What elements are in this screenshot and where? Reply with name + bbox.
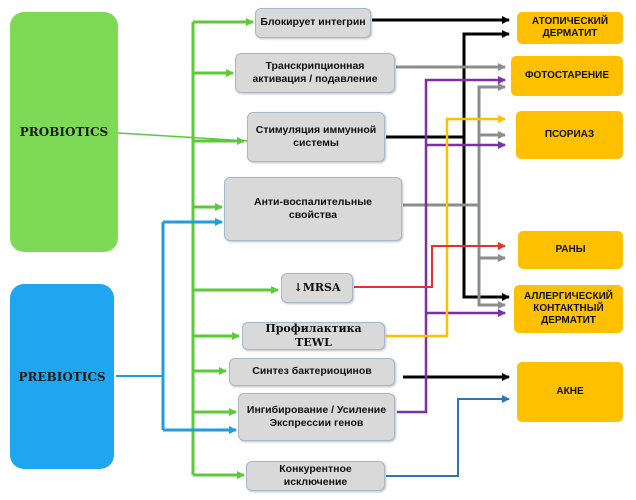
mechanism-tewl: Профилактика TEWL (242, 322, 385, 350)
probiotics-connectors (117, 18, 279, 479)
orange-connector (386, 115, 506, 338)
probiotics-box: PROBIOTICS (10, 12, 118, 252)
mechanism-transcription: Транскрипционная активация / подавление (235, 53, 395, 93)
mechanism-anti-inflammatory: Анти-воспалительные свойства (224, 177, 402, 241)
mechanism-gene-expression: Ингибирование / Усиление Экспрессии гено… (238, 393, 395, 441)
mechanism-immune: Стимуляция иммунной системы (247, 112, 385, 162)
disease-psoriasis: ПСОРИАЗ (516, 111, 623, 159)
disease-photoaging: ФОТОСТАРЕНИЕ (511, 56, 623, 96)
akne-connector (386, 395, 510, 477)
mechanism-mrsa: ↓MRSA (281, 273, 353, 303)
purple-connectors (397, 76, 506, 414)
prebiotics-connectors (116, 218, 237, 434)
disease-atopic-dermatitis: АТОПИЧЕСКИЙ ДЕРМАТИТ (517, 12, 623, 44)
mechanism-bacteriocins: Синтез бактериоцинов (229, 358, 395, 386)
red-connector (354, 242, 506, 288)
mechanism-competitive-exclusion: Конкурентное исключение (246, 461, 385, 491)
prebiotics-label: PREBIOTICS (18, 369, 106, 384)
prebiotics-box: PREBIOTICS (10, 284, 114, 469)
gray-connectors (396, 63, 506, 309)
disease-wounds: РАНЫ (518, 231, 623, 269)
mechanism-integrin: Блокирует интегрин (255, 8, 371, 38)
disease-allergic-contact-dermatitis: АЛЛЕРГИЧЕСКИЙ КОНТАКТНЫЙ ДЕРМАТИТ (514, 285, 623, 333)
disease-acne: АКНЕ (517, 362, 623, 422)
probiotics-label: PROBIOTICS (19, 125, 109, 139)
